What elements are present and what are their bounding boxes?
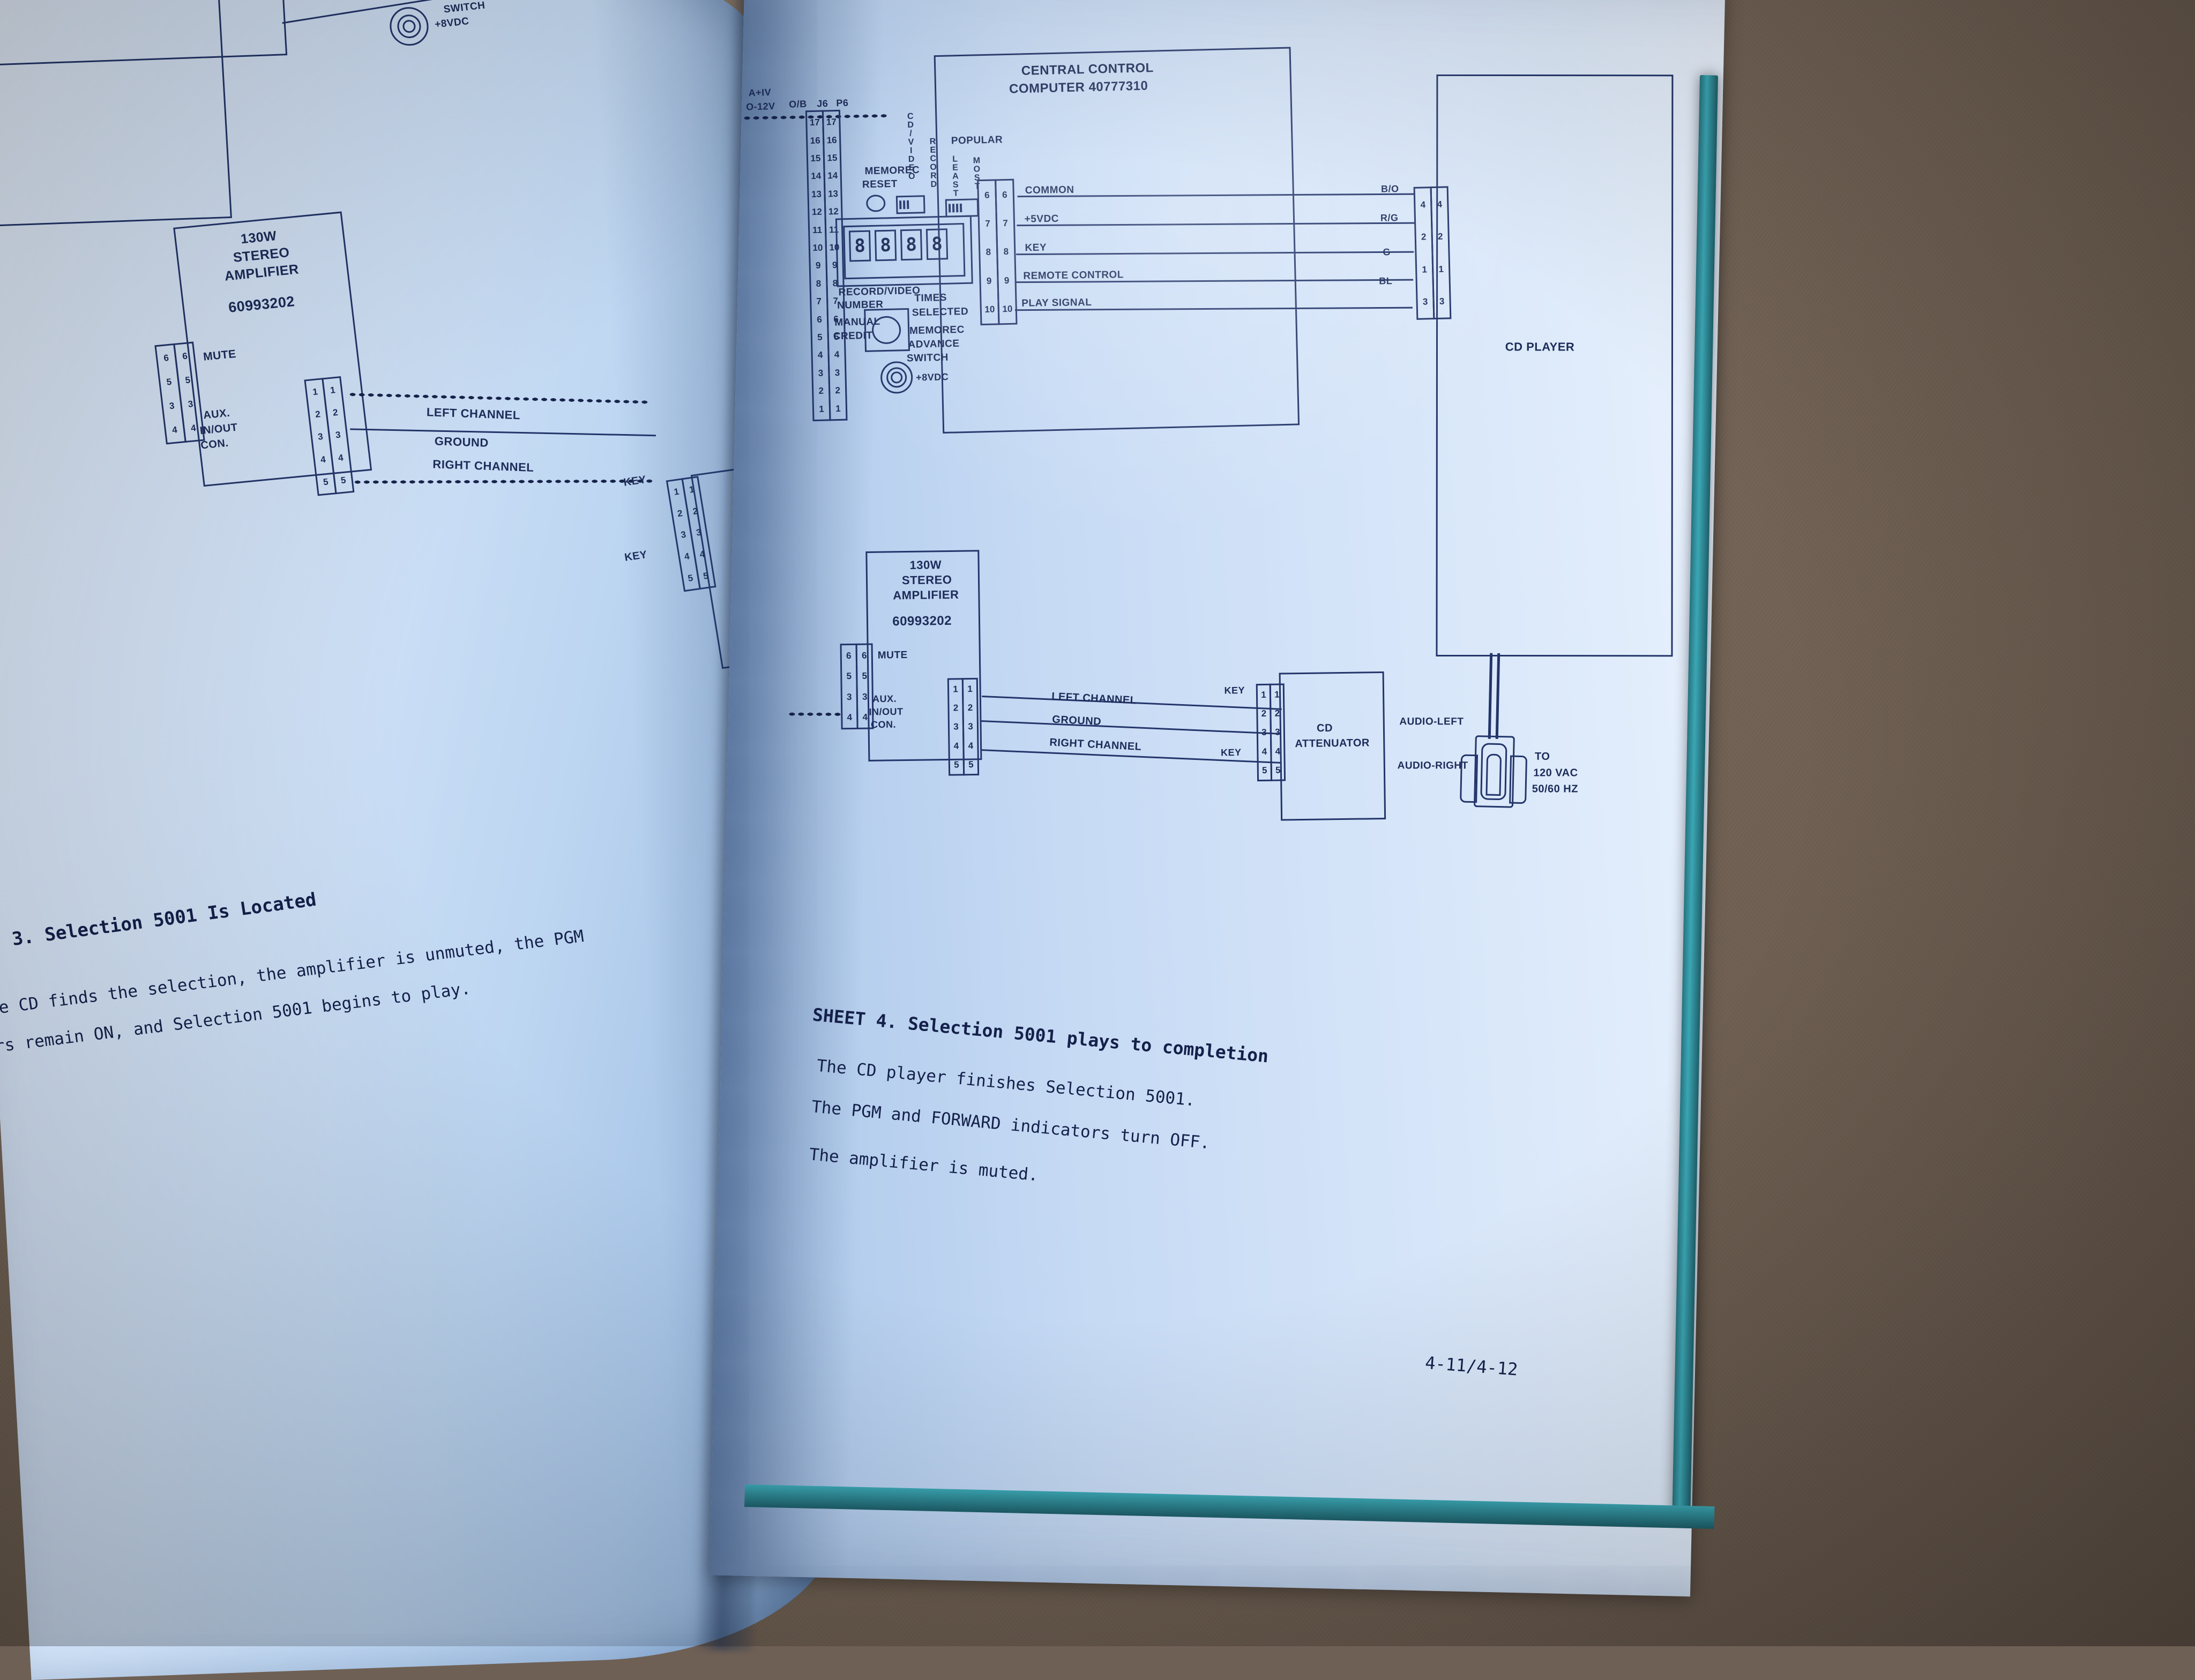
cc-supply-ob: O/B [788, 98, 808, 110]
signal-label-remote-control: REMOTE CONTROL [1023, 269, 1124, 282]
amp-r-mute-label: MUTE [877, 649, 908, 661]
power-plug-prong-right [1509, 755, 1528, 804]
attenuator-key-top: KEY [622, 473, 647, 489]
wire-r-label-left: LEFT CHANNEL [1051, 690, 1137, 707]
amp-r-part-number: 60993202 [892, 613, 952, 629]
right-page: CENTRAL CONTROL COMPUTER 40777310 A+IV O… [710, 0, 1726, 1597]
power-cord-b [1495, 653, 1500, 740]
left-page-heading: 3. Selection 5001 Is Located [10, 888, 318, 951]
cc-title-line-1: CENTRAL CONTROL [1021, 61, 1154, 78]
power-label-3: 50/60 HZ [1532, 783, 1578, 795]
cd-wire-color-rg: R/G [1380, 212, 1399, 223]
cc-supply-line-1: A+IV [748, 87, 772, 99]
record-video-digit-display: 8 8 8 8 [848, 228, 949, 262]
power-label-2: 120 VAC [1533, 767, 1578, 779]
wire-label-left-channel: LEFT CHANNEL [426, 405, 520, 422]
power-cord-a [1488, 653, 1493, 739]
digit-1: 8 [848, 230, 871, 262]
cc-times-2: SELECTED [912, 305, 969, 319]
cd-player-box [1436, 74, 1674, 657]
amp-r-title-2: STEREO [901, 573, 952, 587]
left-enclosure-box [0, 0, 232, 229]
cc-popular-label: POPULAR [951, 134, 1003, 147]
power-label-1: TO [1535, 750, 1550, 763]
attenuator-pin-col-b: 1 2 3 4 5 [681, 476, 716, 590]
open-manual-book: 3 2 1 3 2 1 CREDIT TIMES SELECTED MEMORE… [0, 0, 2195, 1646]
wire-r-label-ground: GROUND [1051, 713, 1102, 728]
cc-p6-label: P6 [836, 97, 849, 109]
signal-label-key: KEY [1025, 242, 1047, 254]
cc-supply-line-2: O-12V [745, 100, 775, 113]
cc-times-1: TIMES [914, 292, 947, 304]
cc-vdc-jack-label: +8VDC [915, 371, 949, 383]
cd-player-label: CD PLAYER [1505, 340, 1575, 354]
cc-memorec-adv-2: ADVANCE [908, 338, 960, 350]
power-plug-ground-pin [1485, 753, 1502, 796]
digit-3: 8 [900, 229, 923, 261]
right-page-line-1: The CD player finishes Selection 5001. [816, 1056, 1196, 1110]
wire-r-label-right: RIGHT CHANNEL [1049, 736, 1142, 753]
att-r-key-top: KEY [1224, 685, 1245, 696]
wire-mute-feed [787, 712, 841, 717]
wire-label-ground: GROUND [434, 434, 489, 450]
aux-label-1: AUX. [203, 407, 231, 422]
cc-memorec-reset-2: RESET [862, 178, 898, 191]
wire-top-connector [282, 0, 578, 24]
signal-label-5vdc: +5VDC [1024, 213, 1059, 225]
wire-ground [350, 428, 656, 437]
signal-pin-col-b: 6 7 8 9 10 [995, 178, 1018, 325]
cc-least-label: LEAST [950, 154, 961, 198]
cc-memorec-adv-1: MEMOREC [909, 324, 965, 337]
attenuator-key-bottom: KEY [623, 548, 648, 564]
cd-wire-color-bo: B/O [1380, 183, 1399, 195]
cd-wire-color-bl: BL [1379, 275, 1393, 287]
amp-r-aux-2: IN/OUT [869, 706, 904, 718]
att-r-title-2: ATTENUATOR [1295, 737, 1370, 750]
label-8vdc: +8VDC [434, 16, 470, 31]
cc-cd-video-label: CD/VIDEO [906, 111, 917, 181]
amp-r-aux-1: AUX. [872, 693, 897, 705]
cd-video-record-dipswitch[interactable] [895, 195, 925, 214]
att-r-audio-left: AUDIO-LEFT [1399, 716, 1464, 728]
cc-record-video-1: RECORD/VIDEO [838, 285, 921, 298]
attenuator-pin-col-a: 1 2 3 4 5 [666, 478, 701, 592]
amp-r-aux-col-b: 1 2 3 4 5 [961, 677, 980, 776]
label-switch: SWITCH [443, 0, 486, 16]
popular-dipswitch[interactable] [945, 198, 979, 218]
wire-r-ground [981, 720, 1281, 735]
amp-r-title-1: 130W [909, 558, 942, 572]
page-number: 4-11/4-12 [1424, 1352, 1519, 1380]
wire-label-right-channel: RIGHT CHANNEL [432, 457, 534, 474]
att-r-title-1: CD [1316, 722, 1333, 735]
cd-wire-color-g: G [1383, 247, 1391, 258]
wire-left-channel [348, 392, 649, 405]
right-page-line-3: The amplifier is muted. [808, 1145, 1040, 1185]
wire-right-channel [353, 479, 654, 485]
cc-j6-label: J6 [817, 98, 828, 109]
att-r-key-bottom: KEY [1220, 746, 1242, 758]
right-page-heading: SHEET 4. Selection 5001 plays to complet… [811, 1004, 1270, 1067]
digit-4: 8 [925, 228, 949, 260]
signal-label-play-signal: PLAY SIGNAL [1021, 296, 1092, 309]
att-r-audio-right: AUDIO-RIGHT [1397, 760, 1468, 772]
signal-label-common: COMMON [1025, 184, 1074, 197]
cc-record-label: RECORD [928, 137, 939, 189]
memorec-reset-button[interactable] [865, 195, 886, 212]
amp-r-aux-3: CON. [870, 719, 897, 730]
digit-2: 8 [874, 229, 897, 262]
amp-r-title-3: AMPLIFIER [893, 587, 959, 602]
cc-memorec-adv-3: SWITCH [906, 352, 949, 364]
att-r-pin-col-b: 1 2 3 4 5 [1269, 683, 1286, 781]
